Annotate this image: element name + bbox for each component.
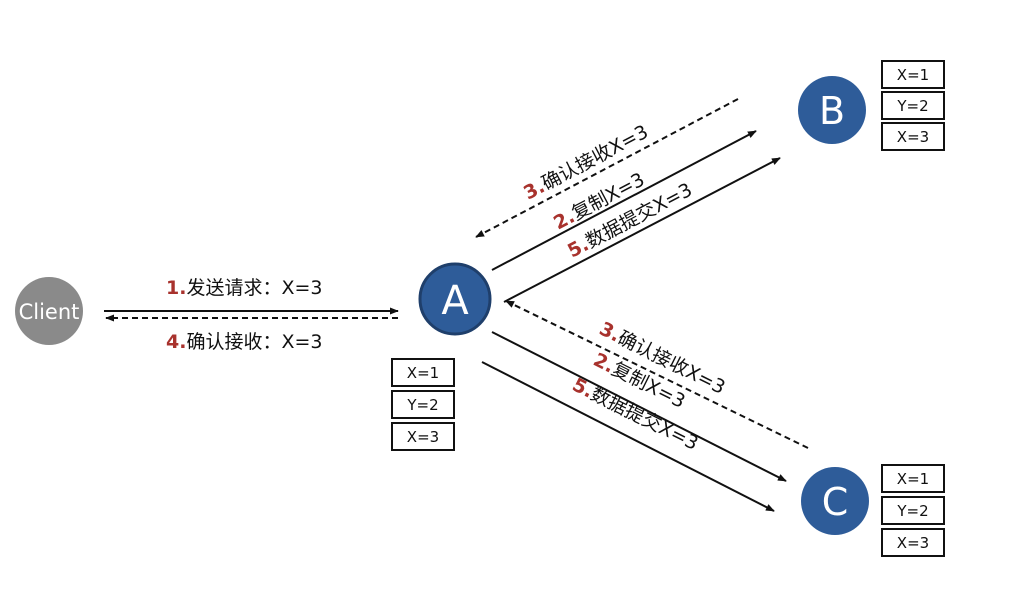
store-c-cell: Y=2 <box>896 502 928 520</box>
b-confirm-arrow-dashed <box>475 98 739 238</box>
store-a: X=1 Y=2 X=3 <box>391 358 455 451</box>
store-a-cell: Y=2 <box>406 396 438 414</box>
store-b-cell: X=3 <box>897 128 929 146</box>
node-a-label: A <box>441 278 469 324</box>
store-a-cell: X=1 <box>407 364 439 382</box>
store-b-cell: Y=2 <box>896 97 928 115</box>
client-node-label: Client <box>19 300 80 324</box>
store-b-cell: X=1 <box>897 66 929 84</box>
node-c: C <box>801 467 869 535</box>
b-commit-arrow <box>503 157 781 303</box>
store-c: X=1 Y=2 X=3 <box>881 464 945 557</box>
node-a: A <box>418 262 492 336</box>
store-a-cell: X=3 <box>407 428 439 446</box>
b-replicate-arrow <box>491 130 757 271</box>
store-b: X=1 Y=2 X=3 <box>881 60 945 151</box>
label-ack-client: 4.确认接收：X=3 <box>166 331 322 353</box>
node-b-label: B <box>819 89 845 133</box>
store-c-cell: X=3 <box>897 534 929 552</box>
c-commit-arrow <box>481 361 775 512</box>
store-c-cell: X=1 <box>897 470 929 488</box>
c-replicate-arrow <box>491 331 787 482</box>
node-c-label: C <box>822 480 849 524</box>
c-confirm-arrow-dashed <box>505 300 809 449</box>
node-b: B <box>798 76 866 144</box>
label-send-request: 1.发送请求：X=3 <box>166 277 322 299</box>
client-node: Client <box>15 277 83 345</box>
